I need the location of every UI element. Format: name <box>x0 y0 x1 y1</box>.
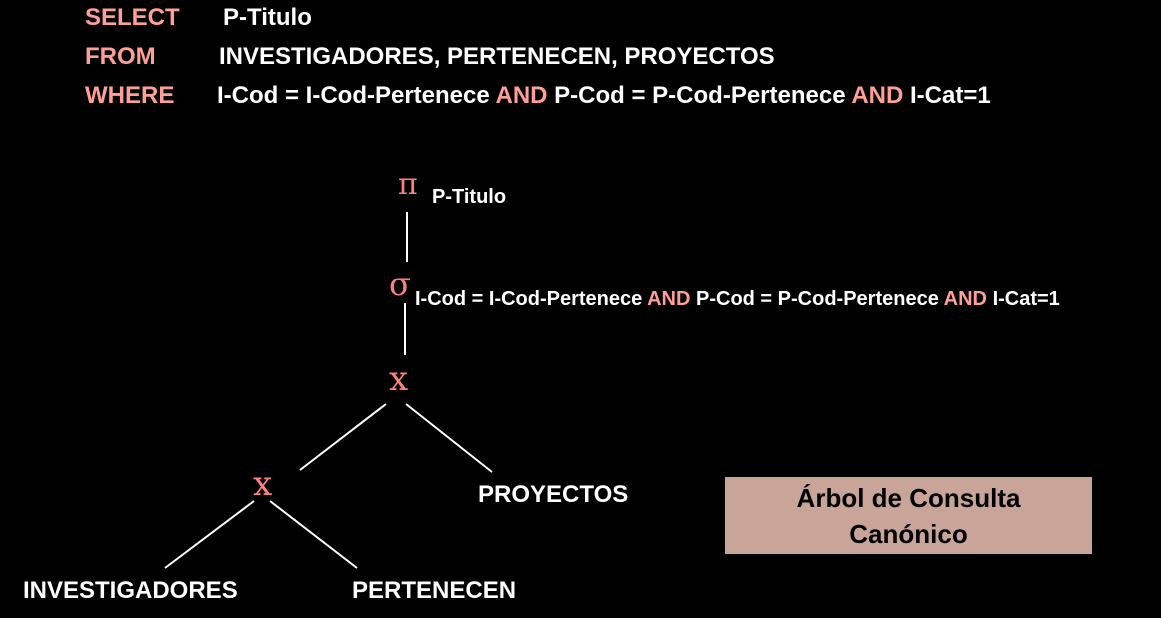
caption-line-2: Canónico <box>849 518 968 549</box>
from-keyword: FROM <box>85 43 156 70</box>
sql-select-value: P-Titulo <box>223 6 312 30</box>
leaf-proyectos: PROYECTOS <box>478 481 629 508</box>
caption-box: Árbol de Consulta Canónico <box>725 477 1092 554</box>
sql-from-line: FROM <box>85 45 156 69</box>
where-and-1: AND <box>495 82 548 109</box>
selection-condition-1: I-Cod = I-Cod-Pertenece <box>415 288 643 310</box>
selection-and-1: AND <box>647 288 691 310</box>
selection-symbol: σ <box>389 265 411 303</box>
select-keyword: SELECT <box>85 4 180 31</box>
selection-condition-2: P-Cod = P-Cod-Pertenece <box>696 288 939 310</box>
leaf-investigadores: INVESTIGADORES <box>23 577 238 604</box>
selection-condition-3: I-Cat=1 <box>992 288 1060 310</box>
projection-symbol: π <box>398 167 418 202</box>
edge-product-left <box>299 403 387 471</box>
caption-line-1: Árbol de Consulta <box>796 482 1021 513</box>
edge-product2-right <box>269 500 358 569</box>
edge-product-right <box>405 403 493 473</box>
where-and-2: AND <box>851 82 904 109</box>
product-bottom-symbol: x <box>253 464 273 504</box>
where-condition-2: P-Cod = P-Cod-Pertenece <box>554 82 846 109</box>
projection-attribute: P-Titulo <box>432 186 507 208</box>
sql-where-value: I-Cod = I-Cod-Pertenece AND P-Cod = P-Co… <box>217 84 991 108</box>
selection-condition: I-Cod = I-Cod-Pertenece AND P-Cod = P-Co… <box>415 289 1060 309</box>
sql-select-line: SELECT <box>85 6 180 30</box>
where-keyword: WHERE <box>85 82 175 109</box>
selection-and-2: AND <box>943 288 987 310</box>
product-top-symbol: x <box>389 359 409 399</box>
select-value: P-Titulo <box>223 4 312 31</box>
edge-product2-left <box>164 500 255 569</box>
where-condition-3: I-Cat=1 <box>910 82 991 109</box>
from-value: INVESTIGADORES, PERTENECEN, PROYECTOS <box>219 43 775 70</box>
where-condition-1: I-Cod = I-Cod-Pertenece <box>217 82 490 109</box>
sql-from-value: INVESTIGADORES, PERTENECEN, PROYECTOS <box>219 45 775 69</box>
leaf-pertenecen: PERTENECEN <box>352 577 517 604</box>
sql-where-line: WHERE <box>85 84 174 108</box>
